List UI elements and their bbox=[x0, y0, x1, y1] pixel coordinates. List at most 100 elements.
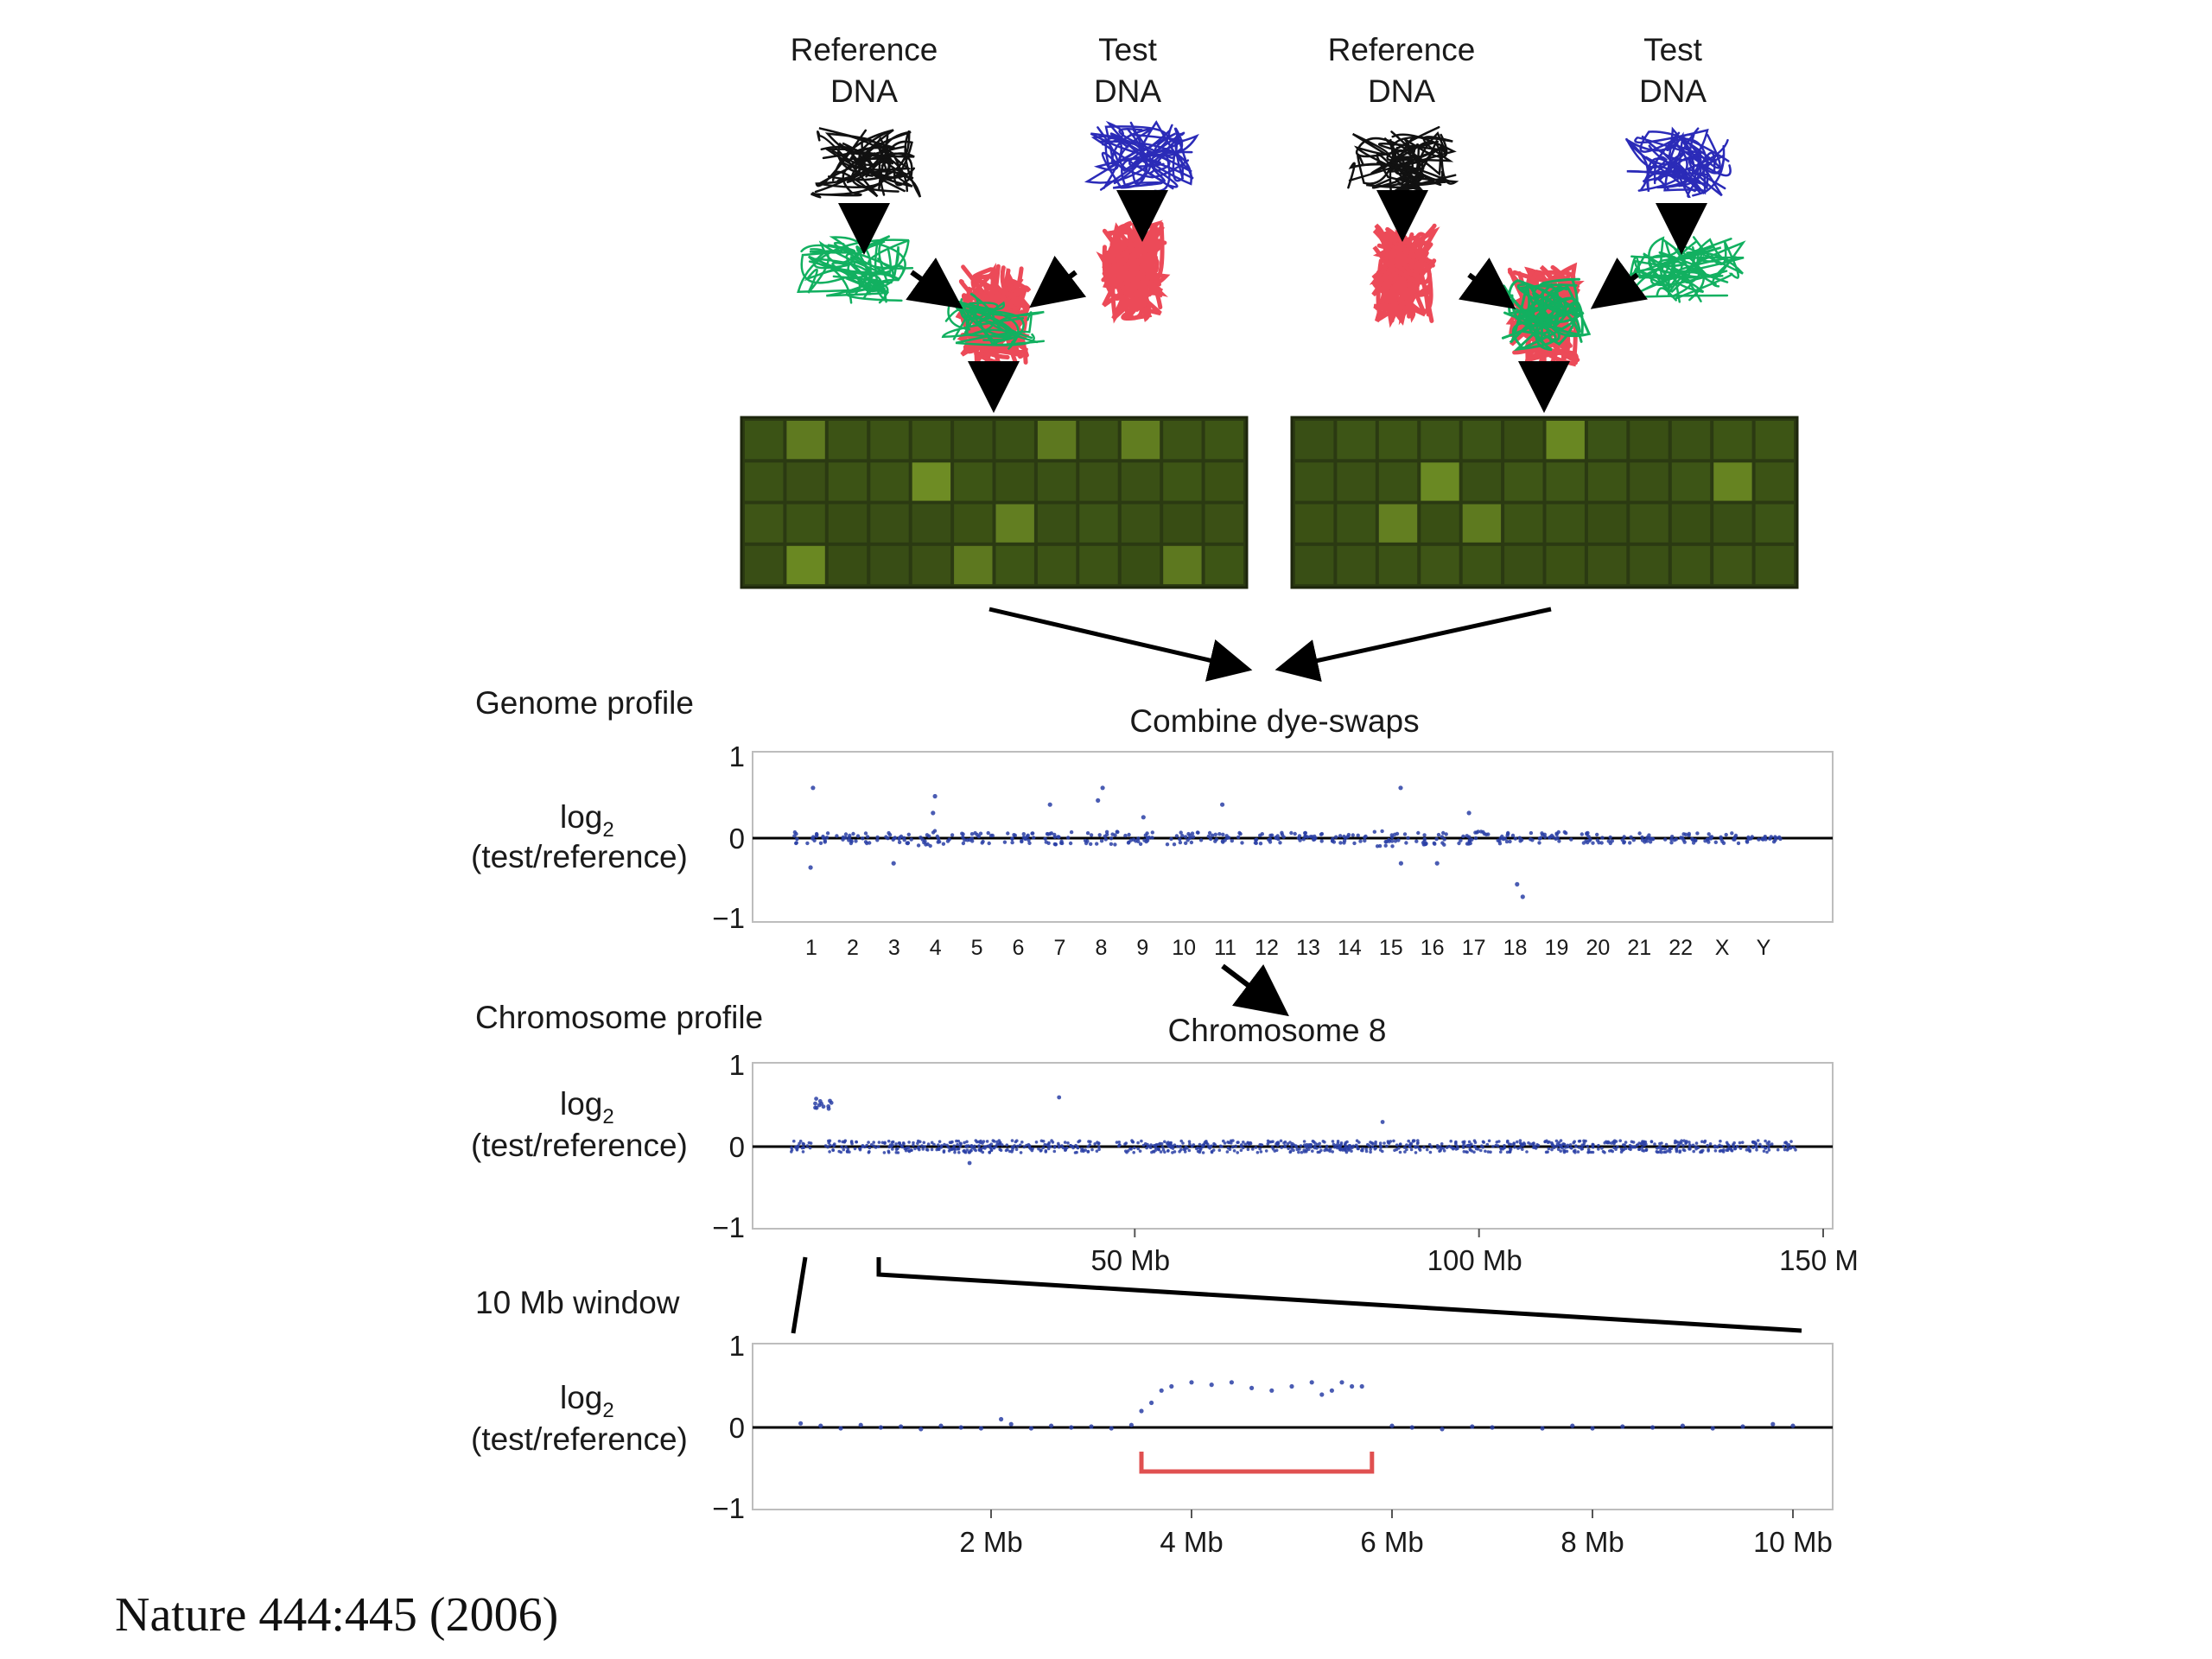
chromosome-point bbox=[1311, 1149, 1314, 1153]
left-mix-green-icon bbox=[941, 292, 1046, 351]
genome-x-tick-label: 22 bbox=[1669, 936, 1693, 960]
chromosome-point bbox=[1354, 1143, 1358, 1147]
chromosome-point bbox=[858, 1147, 862, 1152]
genome-point bbox=[1214, 837, 1219, 842]
right-test-label: Test DNA bbox=[1639, 32, 1707, 109]
genome-point bbox=[1392, 832, 1397, 836]
genome-point bbox=[932, 829, 938, 833]
chromosome-point bbox=[1688, 1141, 1691, 1144]
microarray-images bbox=[740, 416, 1799, 589]
citation: Nature 444:445 (2006) bbox=[115, 1588, 558, 1642]
chromosome-point bbox=[1157, 1147, 1160, 1152]
genome-point bbox=[794, 831, 798, 836]
chromosome-point bbox=[1379, 1145, 1382, 1148]
chromosome-point bbox=[1201, 1151, 1205, 1154]
chromosome-point bbox=[1181, 1141, 1185, 1145]
genome-outlier-point bbox=[1434, 861, 1440, 866]
chromosome-point bbox=[1138, 1149, 1142, 1153]
genome-point bbox=[1056, 835, 1060, 839]
chromosome-point bbox=[1554, 1139, 1559, 1143]
chromosome-point bbox=[1416, 1139, 1420, 1142]
chromosome-point bbox=[1491, 1145, 1495, 1148]
chromosome-point bbox=[1577, 1140, 1581, 1143]
genome-point bbox=[1104, 830, 1109, 834]
chromosome-point bbox=[1610, 1141, 1613, 1145]
chromosome-point bbox=[921, 1147, 925, 1151]
chromosome-point bbox=[849, 1140, 854, 1143]
genome-point bbox=[1569, 837, 1573, 842]
chromosome-point bbox=[1206, 1142, 1210, 1147]
chromosome-point bbox=[1300, 1150, 1304, 1154]
genome-chromosome-points bbox=[916, 829, 955, 849]
chromosome-point bbox=[1535, 1143, 1539, 1147]
genome-point bbox=[1600, 836, 1605, 840]
chromosome-point bbox=[1465, 1144, 1469, 1147]
genome-point bbox=[1068, 841, 1073, 846]
chromosome-point bbox=[1794, 1148, 1797, 1152]
chromosome-point bbox=[1600, 1147, 1604, 1150]
chromosome-point bbox=[1239, 1144, 1243, 1148]
genome-point bbox=[1421, 842, 1427, 847]
chromosome-point bbox=[883, 1141, 887, 1145]
genome-point bbox=[1267, 837, 1271, 842]
chromosome-point bbox=[1640, 1146, 1644, 1149]
chromosome-point bbox=[1580, 1147, 1584, 1151]
zoom-connector-right bbox=[876, 1257, 1802, 1333]
chromosome-outlier-point bbox=[1057, 1095, 1062, 1100]
chromosome-point bbox=[1355, 1139, 1359, 1142]
genome-x-tick-label: 20 bbox=[1586, 936, 1610, 960]
left-test-label: Test DNA bbox=[1094, 32, 1161, 109]
chromosome-point bbox=[926, 1142, 931, 1146]
chromosome-point bbox=[1234, 1144, 1237, 1148]
chromosome-point bbox=[965, 1140, 969, 1144]
window-point bbox=[978, 1426, 983, 1431]
genome-point bbox=[1529, 830, 1534, 836]
chromosome-point bbox=[989, 1142, 994, 1146]
chromosome-point bbox=[904, 1148, 908, 1153]
svg-text:Reference: Reference bbox=[1328, 32, 1476, 67]
genome-point bbox=[1027, 841, 1032, 845]
chromosome-point bbox=[1700, 1149, 1703, 1153]
genome-point bbox=[1416, 830, 1421, 836]
genome-ylabel: log2 (test/reference) bbox=[471, 799, 688, 874]
genome-point bbox=[1221, 840, 1225, 844]
chromosome-gain-point bbox=[826, 1104, 831, 1109]
genome-chromosome-points bbox=[1703, 831, 1741, 846]
window-y-tick-label: 1 bbox=[729, 1330, 745, 1362]
chromosome-point bbox=[917, 1145, 920, 1149]
chromosome-point bbox=[1198, 1142, 1202, 1147]
chromosome-point bbox=[1425, 1147, 1429, 1152]
genome-x-tick-label: 2 bbox=[847, 936, 859, 960]
chromosome-point bbox=[1776, 1147, 1780, 1152]
genome-point bbox=[1674, 837, 1679, 842]
chromosome-point bbox=[1192, 1143, 1196, 1147]
genome-point bbox=[1380, 829, 1384, 834]
window-point bbox=[1319, 1392, 1325, 1397]
genome-point bbox=[1103, 837, 1109, 842]
chromosome-point bbox=[1321, 1140, 1325, 1143]
chromosome-point bbox=[947, 1146, 950, 1149]
chromosome-point bbox=[1559, 1139, 1563, 1142]
genome-point bbox=[1174, 834, 1179, 838]
chromosome-point bbox=[1580, 1143, 1585, 1147]
chromosome-point bbox=[1331, 1140, 1335, 1143]
chromosome-point bbox=[947, 1149, 951, 1153]
chromosome-point bbox=[1733, 1147, 1737, 1151]
window-point bbox=[1289, 1383, 1294, 1389]
chromosome-point bbox=[1789, 1140, 1793, 1143]
genome-outlier-point bbox=[808, 865, 813, 870]
chromosome-point bbox=[1461, 1141, 1465, 1144]
chromosome-point bbox=[1071, 1145, 1075, 1148]
chromosome-point bbox=[1597, 1143, 1600, 1147]
genome-point bbox=[961, 835, 965, 840]
genome-point bbox=[1724, 832, 1728, 837]
chromosome-point bbox=[1792, 1146, 1796, 1149]
genome-chromosome-points bbox=[1620, 831, 1656, 845]
chromosome-point bbox=[1745, 1148, 1749, 1152]
svg-text:log2: log2 bbox=[560, 1380, 614, 1422]
genome-outlier-point bbox=[1398, 785, 1403, 791]
genome-chromosome-points bbox=[1083, 830, 1120, 847]
chromosome-point bbox=[1562, 1142, 1566, 1146]
chromosome-point bbox=[1236, 1141, 1240, 1144]
chromosome-point bbox=[1554, 1144, 1559, 1148]
